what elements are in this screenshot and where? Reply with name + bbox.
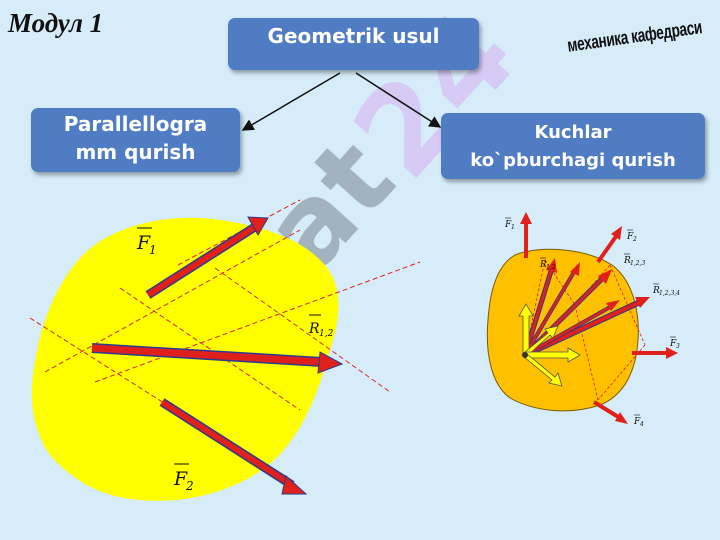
arrow-f3-right xyxy=(632,347,678,359)
svg-text:1,2: 1,2 xyxy=(319,329,334,339)
label-f3-right: F xyxy=(669,339,677,349)
application-point xyxy=(522,352,528,358)
svg-text:4: 4 xyxy=(639,421,644,428)
arrow-f1-left xyxy=(145,216,269,299)
svg-text:1: 1 xyxy=(149,243,157,257)
polygon-box: Kuchlar ko`pburchagi qurish xyxy=(441,113,705,179)
svg-text:1,2,3: 1,2,3 xyxy=(630,260,645,267)
parallelogram-line-2: mm qurish xyxy=(75,140,196,164)
label-f4-right: F xyxy=(633,417,641,427)
arrow-r-low-right xyxy=(524,300,620,357)
connector-right xyxy=(355,72,442,128)
polygon-line-2: ko`pburchagi qurish xyxy=(470,150,676,171)
parallelogram-line-1: Parallellogra xyxy=(63,112,208,136)
component-arrows-right xyxy=(518,303,581,387)
svg-text:3: 3 xyxy=(676,343,680,350)
right-labels: F 1 F 2 R 1,2 R 1,2,3 R 1,2,3,4 F 3 F 4 xyxy=(504,217,680,428)
arrow-f1-right xyxy=(520,212,532,258)
polygon-line-1: Kuchlar xyxy=(534,122,612,143)
label-f2-right: F xyxy=(626,232,634,242)
svg-text:2: 2 xyxy=(185,479,194,493)
svg-text:2: 2 xyxy=(632,236,637,243)
svg-text:1: 1 xyxy=(511,224,515,231)
label-r123-right: R xyxy=(623,256,631,266)
label-f1-left: F xyxy=(136,232,151,254)
label-r12-right: R xyxy=(539,260,547,270)
rigid-body-right xyxy=(486,248,639,412)
arrow-r-mid-right xyxy=(523,262,580,357)
force-arrows-right xyxy=(518,212,678,424)
connector-left xyxy=(241,72,341,131)
arrow-f2-right xyxy=(596,226,622,264)
arrow-r12-right xyxy=(522,258,557,356)
arrow-f2-left xyxy=(159,398,308,495)
dashed-construction-left xyxy=(29,199,421,411)
label-f1-right: F xyxy=(504,220,512,230)
svg-text:1,2,3,4: 1,2,3,4 xyxy=(659,290,680,297)
left-labels: F 1 R 1,2 F 2 xyxy=(136,227,334,493)
rigid-body-left xyxy=(31,217,339,501)
method-box: Geometrik usul xyxy=(228,18,479,70)
svg-text:1,2: 1,2 xyxy=(546,264,556,271)
force-arrows-left xyxy=(91,216,344,495)
label-r1234-right: R xyxy=(652,286,660,296)
arrow-r12-left xyxy=(91,343,344,374)
label-r12-left: R xyxy=(308,321,320,337)
arrow-f4-right xyxy=(592,400,628,424)
module-label: Модул 1 xyxy=(8,8,104,38)
parallelogram-box: Parallellogra mm qurish xyxy=(31,108,240,172)
label-f2-left: F xyxy=(173,468,188,490)
